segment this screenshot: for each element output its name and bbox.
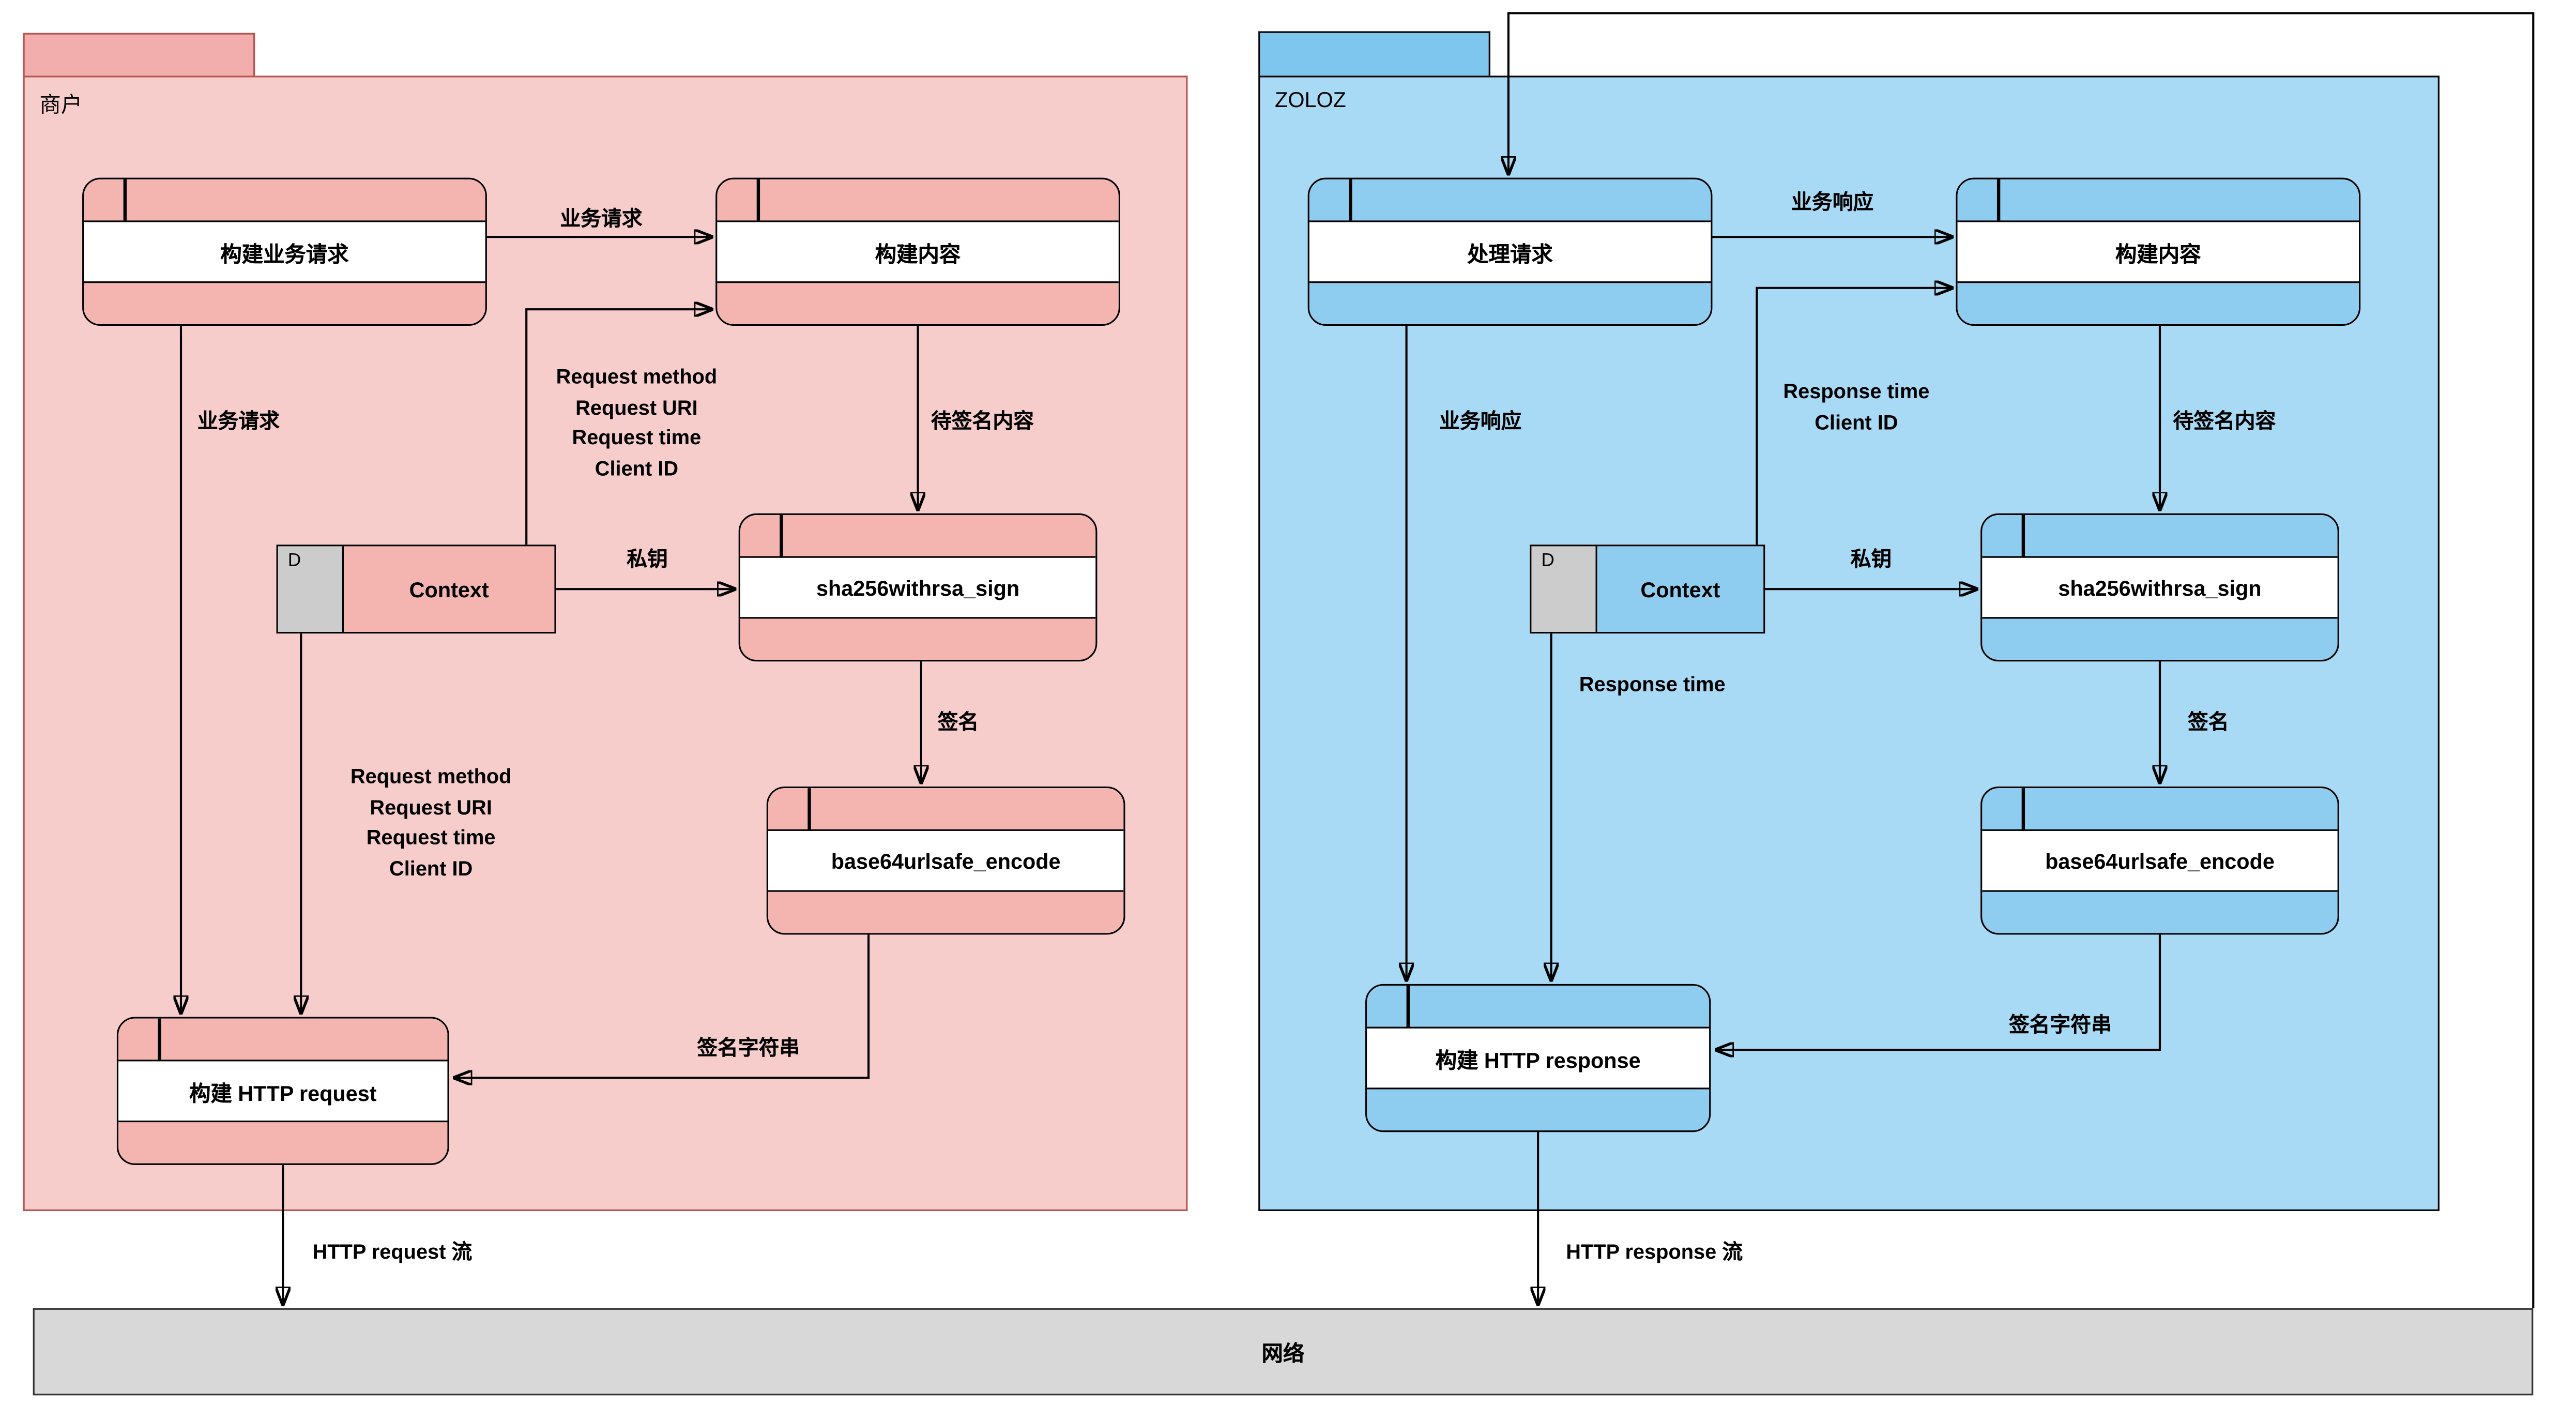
edge-label-private-key: 私钥 [1850, 548, 1892, 571]
node-top-band [740, 515, 1096, 558]
edge-label-signature-string: 签名字符串 [697, 1036, 800, 1060]
node-label: 构建内容 [717, 222, 1119, 282]
node-bottom-band [768, 890, 1124, 933]
node-top-band [118, 1018, 448, 1062]
edge-label-response-time-down: Response time [1579, 673, 1726, 696]
node-label: base64urlsafe_encode [768, 830, 1124, 890]
node-top-band [1367, 986, 1710, 1029]
node-top-band [717, 179, 1119, 222]
node-bottom-band [717, 281, 1119, 324]
edge-label-business-request-down: 业务请求 [197, 410, 280, 433]
edge-label-line: Request time [572, 426, 702, 449]
node-bottom-band [118, 1120, 448, 1164]
z-edge-network-to-process-request [1508, 12, 2535, 1308]
edge-label-line: Request URI [575, 396, 698, 419]
edge-label-line: Client ID [389, 856, 473, 880]
node-build-http-request: 构建 HTTP request [116, 1017, 449, 1165]
node-bottom-band [1367, 1087, 1710, 1131]
node-bottom-band [1309, 281, 1711, 324]
node-label: 构建 HTTP response [1367, 1028, 1710, 1088]
edge-label-business-response: 业务响应 [1791, 191, 1874, 214]
node-label: sha256withrsa_sign [740, 557, 1096, 617]
edge-label-line: Client ID [1815, 410, 1898, 434]
node-label: 处理请求 [1309, 222, 1711, 282]
zoloz-group-tab [1258, 31, 1490, 76]
node-sha256withrsa-sign-zoloz: sha256withrsa_sign [1980, 513, 2339, 662]
node-top-band [1982, 515, 2338, 558]
network-bar: 网络 [33, 1308, 2534, 1396]
edge-label-signature: 签名 [2188, 711, 2229, 734]
z-edge-signature-string [1716, 934, 2161, 1050]
node-bottom-band [84, 281, 485, 324]
edge-label-line: Client ID [595, 457, 679, 480]
node-base64urlsafe-encode-zoloz: base64urlsafe_encode [1980, 786, 2339, 935]
merchant-group-title: 商户 [39, 92, 83, 117]
merchant-group-tab [23, 33, 255, 79]
node-top-band [1309, 179, 1711, 222]
z-edge-context-to-content [1756, 288, 1953, 545]
edge-label-http-request-stream: HTTP request 流 [312, 1241, 472, 1264]
node-build-business-request: 构建业务请求 [82, 177, 487, 326]
node-build-content-zoloz: 构建内容 [1956, 177, 2361, 326]
node-top-band [768, 788, 1124, 831]
node-bottom-band [1982, 617, 2338, 660]
edge-label-line: Request time [366, 826, 496, 849]
node-sha256withrsa-sign-merchant: sha256withrsa_sign [738, 513, 1098, 662]
node-base64urlsafe-encode-merchant: base64urlsafe_encode [766, 786, 1125, 935]
edge-label-business-response-down: 业务响应 [1439, 410, 1522, 433]
node-label: base64urlsafe_encode [1982, 830, 2338, 890]
node-top-band [1982, 788, 2338, 831]
node-label: Context [1597, 546, 1764, 632]
node-context-merchant: D Context [276, 545, 556, 634]
node-bottom-band [1982, 890, 2338, 933]
zoloz-group-title: ZOLOZ [1275, 87, 1346, 112]
node-label: sha256withrsa_sign [1982, 557, 2338, 617]
edge-label-content-to-sign: 待签名内容 [2173, 410, 2276, 433]
edge-label-line: Response time [1783, 380, 1930, 403]
network-label: 网络 [1261, 1341, 1305, 1366]
edge-label-response-meta-up: Response time Client ID [1737, 377, 1975, 438]
edge-label-line: Request method [556, 365, 718, 388]
edge-label-signature: 签名 [937, 711, 979, 734]
edge-label-signature-string: 签名字符串 [2008, 1014, 2112, 1037]
node-label: 构建内容 [1957, 222, 2359, 282]
edge-label-http-response-stream: HTTP response 流 [1566, 1241, 1743, 1264]
m-edge-signature-string [454, 934, 870, 1078]
m-edge-context-to-content [525, 309, 712, 545]
edge-label-request-meta-up: Request method Request URI Request time … [522, 362, 752, 484]
node-top-band [1957, 179, 2359, 222]
node-context-zoloz: D Context [1530, 545, 1765, 634]
node-bottom-band [1957, 281, 2359, 324]
edge-label-business-request: 业务请求 [560, 207, 643, 231]
edge-label-request-meta-down: Request method Request URI Request time … [316, 762, 546, 883]
node-build-content-merchant: 构建内容 [715, 177, 1120, 326]
node-build-http-response: 构建 HTTP response [1365, 984, 1711, 1132]
datastore-type-label: D [1531, 546, 1597, 632]
datastore-type-label: D [278, 546, 344, 632]
edge-label-content-to-sign: 待签名内容 [931, 410, 1034, 433]
edge-label-line: Request method [350, 765, 512, 789]
node-top-band [84, 179, 485, 222]
edge-label-private-key: 私钥 [627, 548, 668, 571]
node-bottom-band [740, 617, 1096, 660]
node-process-request: 处理请求 [1307, 177, 1713, 326]
edge-label-line: Request URI [370, 795, 492, 819]
node-label: 构建业务请求 [84, 222, 485, 282]
node-label: 构建 HTTP request [118, 1061, 448, 1121]
node-label: Context [344, 546, 555, 632]
